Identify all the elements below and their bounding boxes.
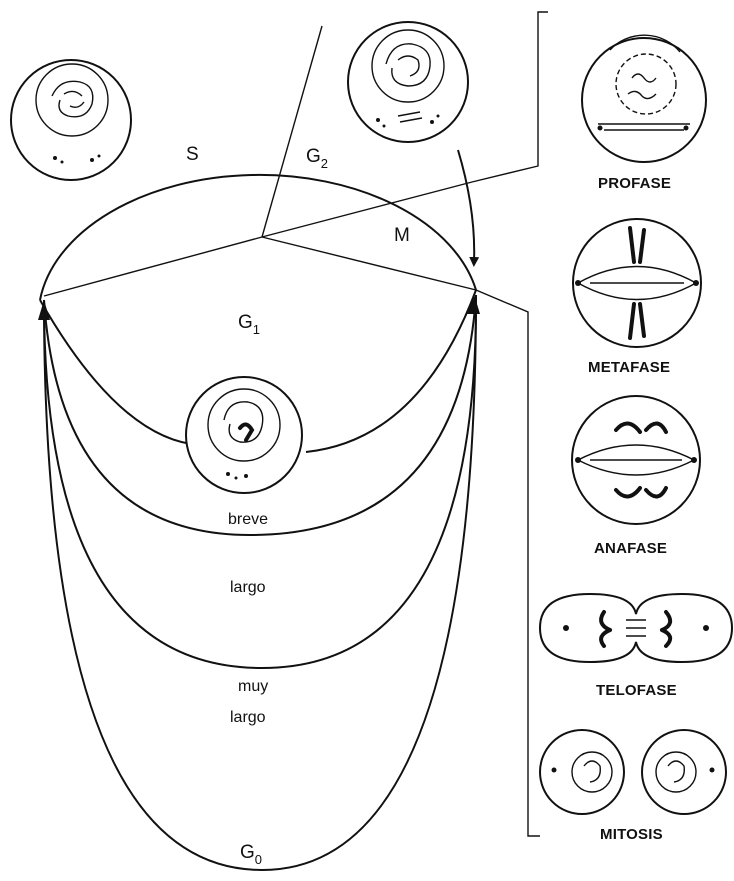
cell-g1-phase [186,377,302,493]
cycle-lower-left-arc [40,300,200,445]
phase-s-label: S [186,144,199,165]
phase-m-label: M [394,225,410,246]
cell-s-phase [11,60,131,180]
branch-short-label: breve [228,511,268,528]
mitosis-bracket [472,12,548,836]
g0-label: G0 [240,842,262,867]
arrow-to-g1-left [38,300,50,320]
cell-anaphase [572,396,700,524]
phase-g2-label: G2 [306,146,328,171]
divider-g1-s [44,237,262,296]
cell-metaphase [573,219,701,347]
cycle-lower-right-arc [306,290,476,452]
arrow-to-g1-right [466,294,480,314]
stage-label-0: PROFASE [598,175,671,192]
divider-g2-m [262,182,472,237]
divider-s-g2 [262,26,322,237]
branch-long-label: largo [230,579,266,596]
phase-g1-label: G1 [238,312,260,337]
stage-label-4: MITOSIS [600,826,663,843]
g2-to-m-arrow [458,150,474,262]
cell-g2-phase [348,22,468,142]
cell-daughter-left [540,730,624,814]
stage-label-2: ANAFASE [594,540,667,557]
branch-very-long-label-1: muy [238,678,268,695]
divider-m-g1 [262,237,476,290]
cell-daughter-right [642,730,726,814]
branch-very-long-label-2: largo [230,709,266,726]
cell-prophase [582,35,706,162]
cell-telophase [540,594,732,662]
stage-label-3: TELOFASE [596,682,677,699]
stage-label-1: METAFASE [588,359,670,376]
